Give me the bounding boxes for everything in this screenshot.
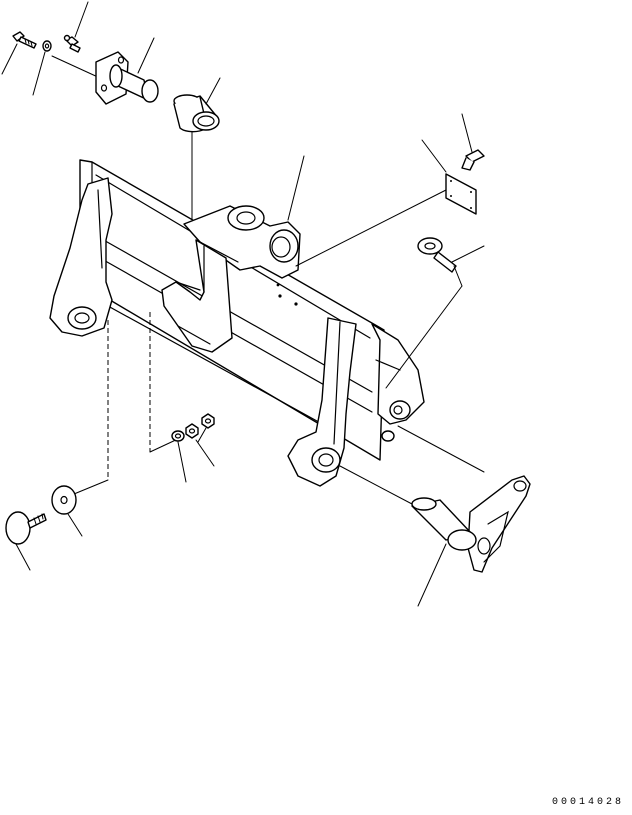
- leader-line: [1, 43, 18, 75]
- center-hook: [161, 239, 233, 353]
- upper-hook-bracket: [183, 205, 301, 279]
- plate-screw: [461, 149, 485, 171]
- rubber-pad: [51, 485, 77, 515]
- leader-line: [32, 51, 46, 96]
- nut: [171, 430, 185, 442]
- nut: [185, 423, 199, 439]
- stopper-bolt: [5, 511, 47, 545]
- leader-line: [385, 285, 463, 389]
- leader-line: [15, 543, 31, 571]
- leader-line: [461, 113, 473, 153]
- leader-line: [74, 1, 89, 38]
- leader-line: [397, 425, 485, 473]
- lock-pin-clip: [417, 237, 457, 273]
- leader-line: [73, 479, 109, 495]
- leader-line: [453, 265, 463, 287]
- nut: [201, 413, 215, 429]
- left-side-plate: [49, 177, 113, 337]
- leader-line: [137, 37, 155, 74]
- name-plate: [445, 173, 477, 215]
- leader-line: [177, 441, 187, 483]
- right-side-plate: [287, 317, 357, 487]
- figure-number: 00014028: [551, 797, 624, 808]
- pin-with-flange: [95, 51, 159, 105]
- leader-line: [451, 245, 485, 263]
- leader-line: [51, 55, 101, 79]
- leader-line: [287, 155, 305, 221]
- leader-line: [195, 439, 215, 467]
- leader-line: [339, 465, 413, 505]
- grease-fitting: [63, 34, 81, 53]
- washer-top-left: [42, 40, 52, 52]
- leader-line: [417, 543, 447, 607]
- bushing: [173, 94, 220, 133]
- lock-pin-handle: [411, 475, 531, 573]
- leader-line: [205, 77, 221, 105]
- lock-housing: [371, 323, 425, 442]
- leader-line: [197, 427, 207, 443]
- leader-line: [67, 513, 83, 537]
- bolt-top-left: [12, 31, 37, 49]
- leader-line: [295, 189, 447, 267]
- leader-line: [421, 139, 447, 173]
